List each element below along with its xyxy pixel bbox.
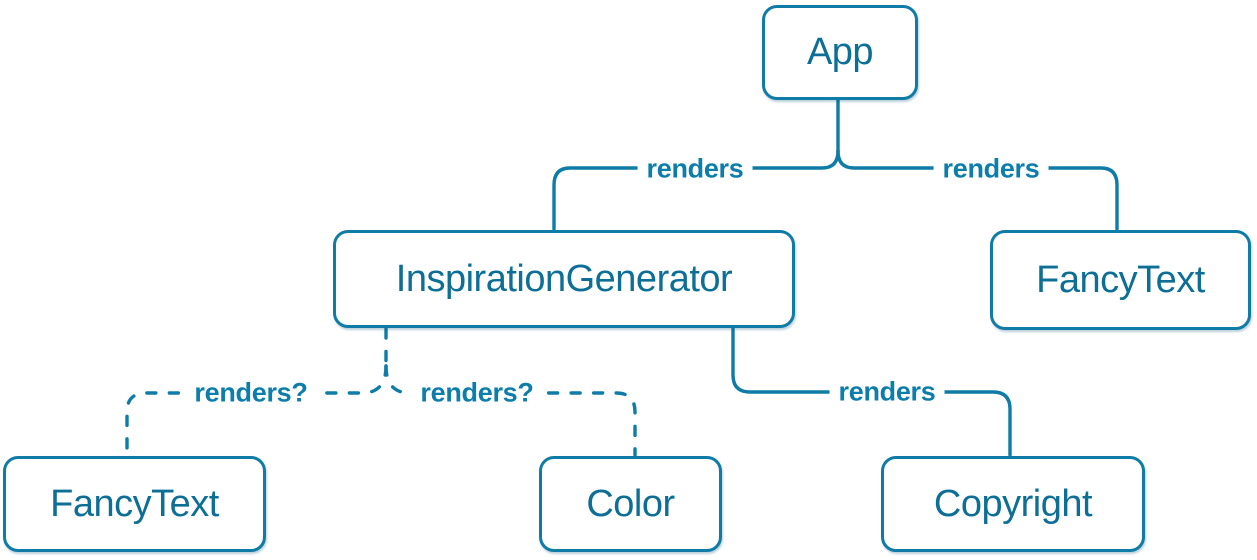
edge-app-fancytext xyxy=(836,149,1119,231)
edge-inspirationgenerator-fancytext-dashed xyxy=(125,364,388,457)
node-app: App xyxy=(762,5,918,100)
node-inspiration-generator: InspirationGenerator xyxy=(333,230,795,328)
edge-label-renders-copyright: renders xyxy=(829,376,945,408)
edge-label-renders-app-fancytext: renders xyxy=(933,153,1049,185)
edge-inspirationgenerator-color-dashed xyxy=(384,364,637,457)
edge-label-renders-question-fancytext: renders? xyxy=(185,377,317,409)
node-fancy-text-top: FancyText xyxy=(990,230,1251,330)
node-color: Color xyxy=(539,456,722,552)
edge-label-renders-question-color: renders? xyxy=(411,377,543,409)
edge-app-inspirationgenerator xyxy=(552,149,840,231)
node-fancy-text-bottom: FancyText xyxy=(3,456,266,552)
edge-label-renders-app-inspirationgenerator: renders xyxy=(637,153,753,185)
node-copyright: Copyright xyxy=(881,456,1145,552)
